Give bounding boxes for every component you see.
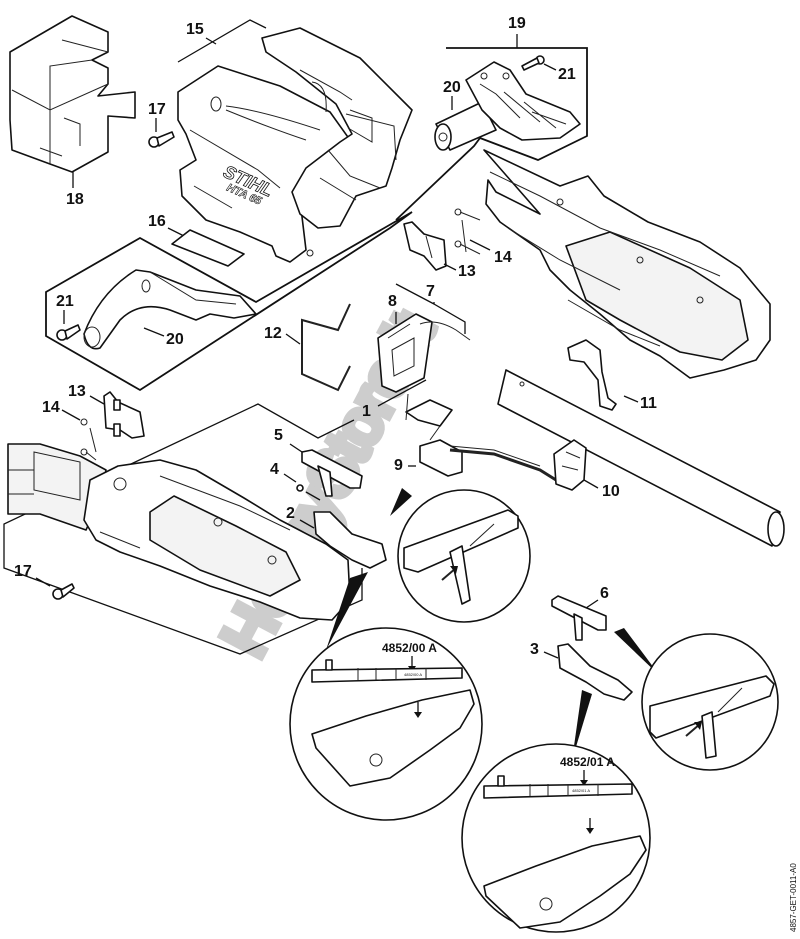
part-20-grip-hook[interactable]: [83, 269, 257, 350]
callout-17-bottom: 17: [14, 563, 32, 580]
part-11-bracket[interactable]: [567, 339, 617, 411]
callout-7: 7: [426, 283, 435, 300]
document-id: 4857-GET-0011-A0: [789, 863, 798, 932]
callout-14-left: 14: [42, 399, 60, 416]
inset-lockout-detail-new: [649, 675, 775, 759]
part-13-latch-left[interactable]: [103, 391, 145, 439]
part-20-tube[interactable]: [434, 101, 497, 151]
callout-10: 10: [602, 483, 620, 500]
part-21-screw-top[interactable]: [521, 55, 545, 71]
callout-21-left: 21: [56, 293, 74, 310]
part-2-switch-lever[interactable]: [313, 511, 387, 569]
callout-19: 19: [508, 15, 526, 32]
inset-lever-new-detail: 4852/01 A 4852/01 A: [483, 755, 647, 929]
callout-1: 1: [362, 403, 371, 420]
callout-16: 16: [148, 213, 166, 230]
group-box-20-21: [45, 211, 413, 392]
part-17-screw-bottom[interactable]: [52, 583, 75, 600]
part-15-motor-housing[interactable]: STIHL HTA 65: [177, 27, 413, 263]
part-3-switch-lever-new[interactable]: [557, 643, 633, 701]
lever-old-stamp: 4852/00 A: [404, 672, 422, 677]
part-10-switch[interactable]: [553, 439, 587, 491]
inset-lever-old-detail: 4852/00 A 4852/00 A: [311, 641, 475, 787]
part-19-strap-bracket[interactable]: [465, 61, 581, 141]
part-14-spring-left: [80, 418, 97, 461]
callout-4: 4: [270, 461, 279, 478]
part-6-lockout-button-new[interactable]: [551, 595, 607, 641]
callout-20-left: 20: [166, 331, 184, 348]
callout-3: 3: [530, 641, 539, 658]
callout-5: 5: [274, 427, 283, 444]
part-1-handle-tube[interactable]: [497, 369, 785, 547]
callout-2: 2: [286, 505, 295, 522]
part-13-latch-right[interactable]: [403, 221, 447, 271]
lever-old-code: 4852/00 A: [382, 641, 437, 655]
callout-20-top: 20: [443, 79, 461, 96]
callout-14-right: 14: [494, 249, 512, 266]
callout-17-top: 17: [148, 101, 166, 118]
callout-11: 11: [640, 395, 657, 412]
part-18-battery-cover[interactable]: [9, 15, 136, 173]
callout-6: 6: [600, 585, 609, 602]
callout-15: 15: [186, 21, 204, 38]
part-16-label[interactable]: [171, 229, 245, 267]
callout-13-left: 13: [68, 383, 86, 400]
part-4-spring[interactable]: [296, 484, 304, 492]
part-17-screw-top[interactable]: [148, 131, 175, 148]
part-12-wire-bracket[interactable]: [301, 303, 351, 392]
callout-9: 9: [394, 457, 403, 474]
callout-21-top: 21: [558, 66, 576, 83]
part-1-handle-right-half[interactable]: [483, 149, 771, 379]
part-21-screw-left[interactable]: [56, 324, 81, 341]
callout-18: 18: [66, 191, 84, 208]
group-box-19: [395, 47, 588, 221]
lever-new-code: 4852/01 A: [560, 755, 615, 769]
inset-lockout-detail-old: [403, 509, 519, 605]
part-9-contact-holder[interactable]: [405, 393, 463, 477]
part-8-circuit-board[interactable]: [377, 313, 471, 393]
callout-8: 8: [388, 293, 397, 310]
callout-13-right: 13: [458, 263, 476, 280]
part-14-spring-right: [454, 208, 481, 255]
lever-new-stamp: 4852/01 A: [572, 788, 590, 793]
part-5-lockout-button[interactable]: [301, 449, 363, 497]
callout-12: 12: [264, 325, 282, 342]
